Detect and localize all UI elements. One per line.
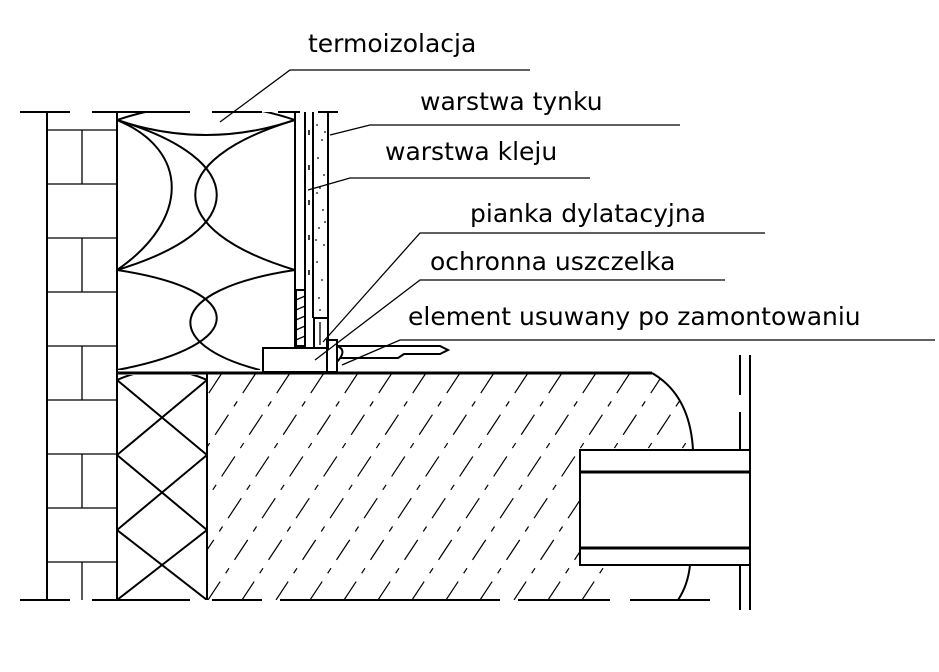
concrete-hatch-line — [207, 373, 359, 600]
concrete-hatch-line — [207, 373, 223, 600]
leader-lines — [219, 69, 935, 366]
concrete-hatch-line — [479, 373, 631, 600]
concrete-hatch-line — [207, 373, 325, 600]
label-pianka-dylatacyjna: pianka dylatacyjna — [470, 199, 706, 228]
concrete-hatch-line — [38, 373, 188, 600]
concrete-hatch-line — [207, 373, 257, 600]
concrete-hatch-line — [207, 373, 291, 600]
concrete-hatch-line — [241, 373, 393, 600]
concrete-hatch-line — [377, 373, 529, 600]
concrete-hatch-line — [0, 373, 120, 600]
concrete-hatch-line — [411, 373, 563, 600]
upper-insulation — [117, 112, 296, 370]
label-warstwa-kleju: warstwa kleju — [385, 137, 557, 166]
break-lines — [20, 111, 710, 601]
door-threshold-frame — [579, 355, 751, 610]
concrete-hatch-line — [343, 373, 495, 600]
concrete-hatch-line — [275, 373, 427, 600]
concrete-hatch-line — [445, 373, 597, 600]
concrete-hatch-line — [4, 373, 154, 600]
brick-wall — [46, 112, 118, 600]
label-termoizolacja: termoizolacja — [308, 29, 476, 58]
render-adhesive-layers — [304, 112, 329, 318]
lower-insulation — [117, 373, 208, 600]
label-warstwa-tynku: warstwa tynku — [420, 87, 603, 116]
label-ochronna-uszczelka: ochronna uszczelka — [430, 247, 675, 276]
label-element-usuwany: element usuwany po zamontowaniu — [408, 302, 861, 331]
concrete-hatch-line — [309, 373, 461, 600]
